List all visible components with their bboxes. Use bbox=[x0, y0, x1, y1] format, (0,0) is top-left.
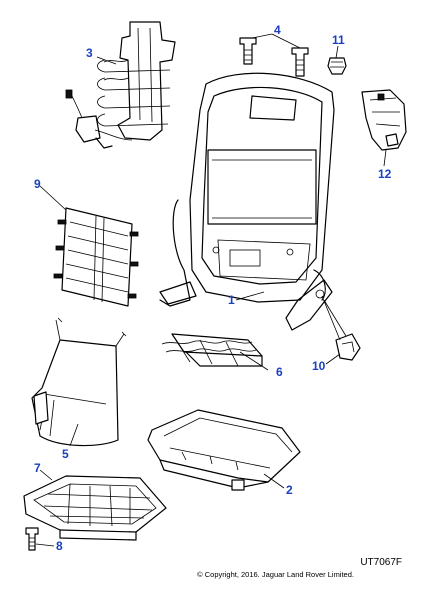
seat-back-frame-part[interactable] bbox=[159, 72, 335, 331]
seat-tray-part[interactable] bbox=[23, 475, 167, 541]
callout-12: 12 bbox=[378, 167, 392, 181]
callout-5: 5 bbox=[62, 447, 69, 461]
cushion-heater-mat-part[interactable] bbox=[31, 317, 127, 447]
nut-part[interactable] bbox=[327, 57, 347, 75]
callout-7: 7 bbox=[34, 461, 41, 475]
drawing-id: UT7067F bbox=[360, 557, 402, 568]
callout-9: 9 bbox=[34, 177, 41, 191]
lumbar-support-part[interactable] bbox=[65, 21, 176, 149]
callout-11: 11 bbox=[332, 33, 345, 47]
callout-10: 10 bbox=[312, 359, 326, 373]
leader-lines bbox=[35, 33, 387, 547]
callout-labels: 3 4 11 12 9 1 6 10 5 2 7 8 bbox=[34, 23, 392, 553]
screw-part[interactable] bbox=[25, 527, 39, 551]
callout-2: 2 bbox=[286, 483, 293, 497]
callout-4: 4 bbox=[274, 23, 281, 37]
callout-3: 3 bbox=[86, 46, 93, 60]
bolt-pair-part[interactable] bbox=[239, 37, 309, 77]
spring-mat-part[interactable] bbox=[161, 333, 263, 367]
back-heater-mat-part[interactable] bbox=[53, 207, 139, 307]
seat-base-frame-part[interactable] bbox=[147, 409, 301, 491]
callout-1: 1 bbox=[228, 293, 235, 307]
copyright-notice: © Copyright, 2016. Jaguar Land Rover Lim… bbox=[197, 570, 354, 579]
callout-6: 6 bbox=[276, 365, 283, 379]
recliner-bracket-part[interactable] bbox=[361, 89, 407, 151]
callout-8: 8 bbox=[56, 539, 63, 553]
side-cover-part[interactable] bbox=[321, 295, 361, 361]
